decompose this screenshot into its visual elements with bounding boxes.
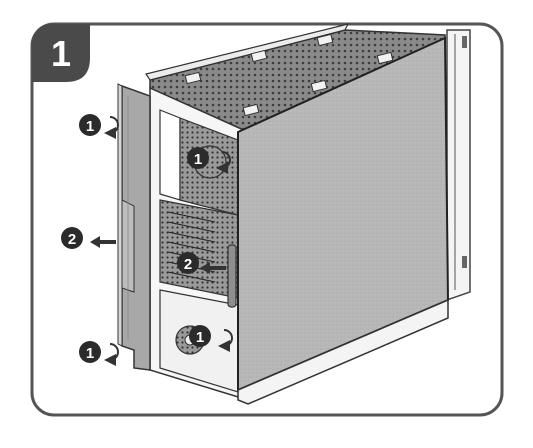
callout-number: 2 [68, 231, 76, 248]
callout-screw-rear-bottom: 1 [189, 325, 233, 352]
arrow-left-icon [200, 262, 226, 274]
callout-number: 1 [86, 118, 94, 135]
counterclockwise-arrow-icon [104, 116, 119, 139]
callout-number: 1 [194, 151, 202, 168]
callout-number: 1 [86, 345, 94, 362]
callout-slide-side-panel: 2 [177, 252, 226, 274]
step-number: 1 [51, 33, 71, 74]
front-panel [117, 83, 151, 371]
counterclockwise-arrow-icon [216, 151, 231, 174]
panel-handle [227, 244, 237, 308]
callout-number: 2 [184, 256, 192, 273]
arrow-left-icon [90, 236, 116, 248]
callout-screw-rear-top: 1 [187, 147, 231, 174]
step-badge: 1 [32, 24, 90, 82]
counterclockwise-arrow-icon [218, 329, 233, 352]
callout-screw-bottom-left: 1 [79, 341, 119, 366]
counterclockwise-arrow-icon [104, 343, 119, 366]
callout-screw-top-left: 1 [79, 114, 119, 139]
callout-number: 1 [196, 329, 204, 346]
callout-slide-front-panel: 2 [61, 227, 116, 249]
